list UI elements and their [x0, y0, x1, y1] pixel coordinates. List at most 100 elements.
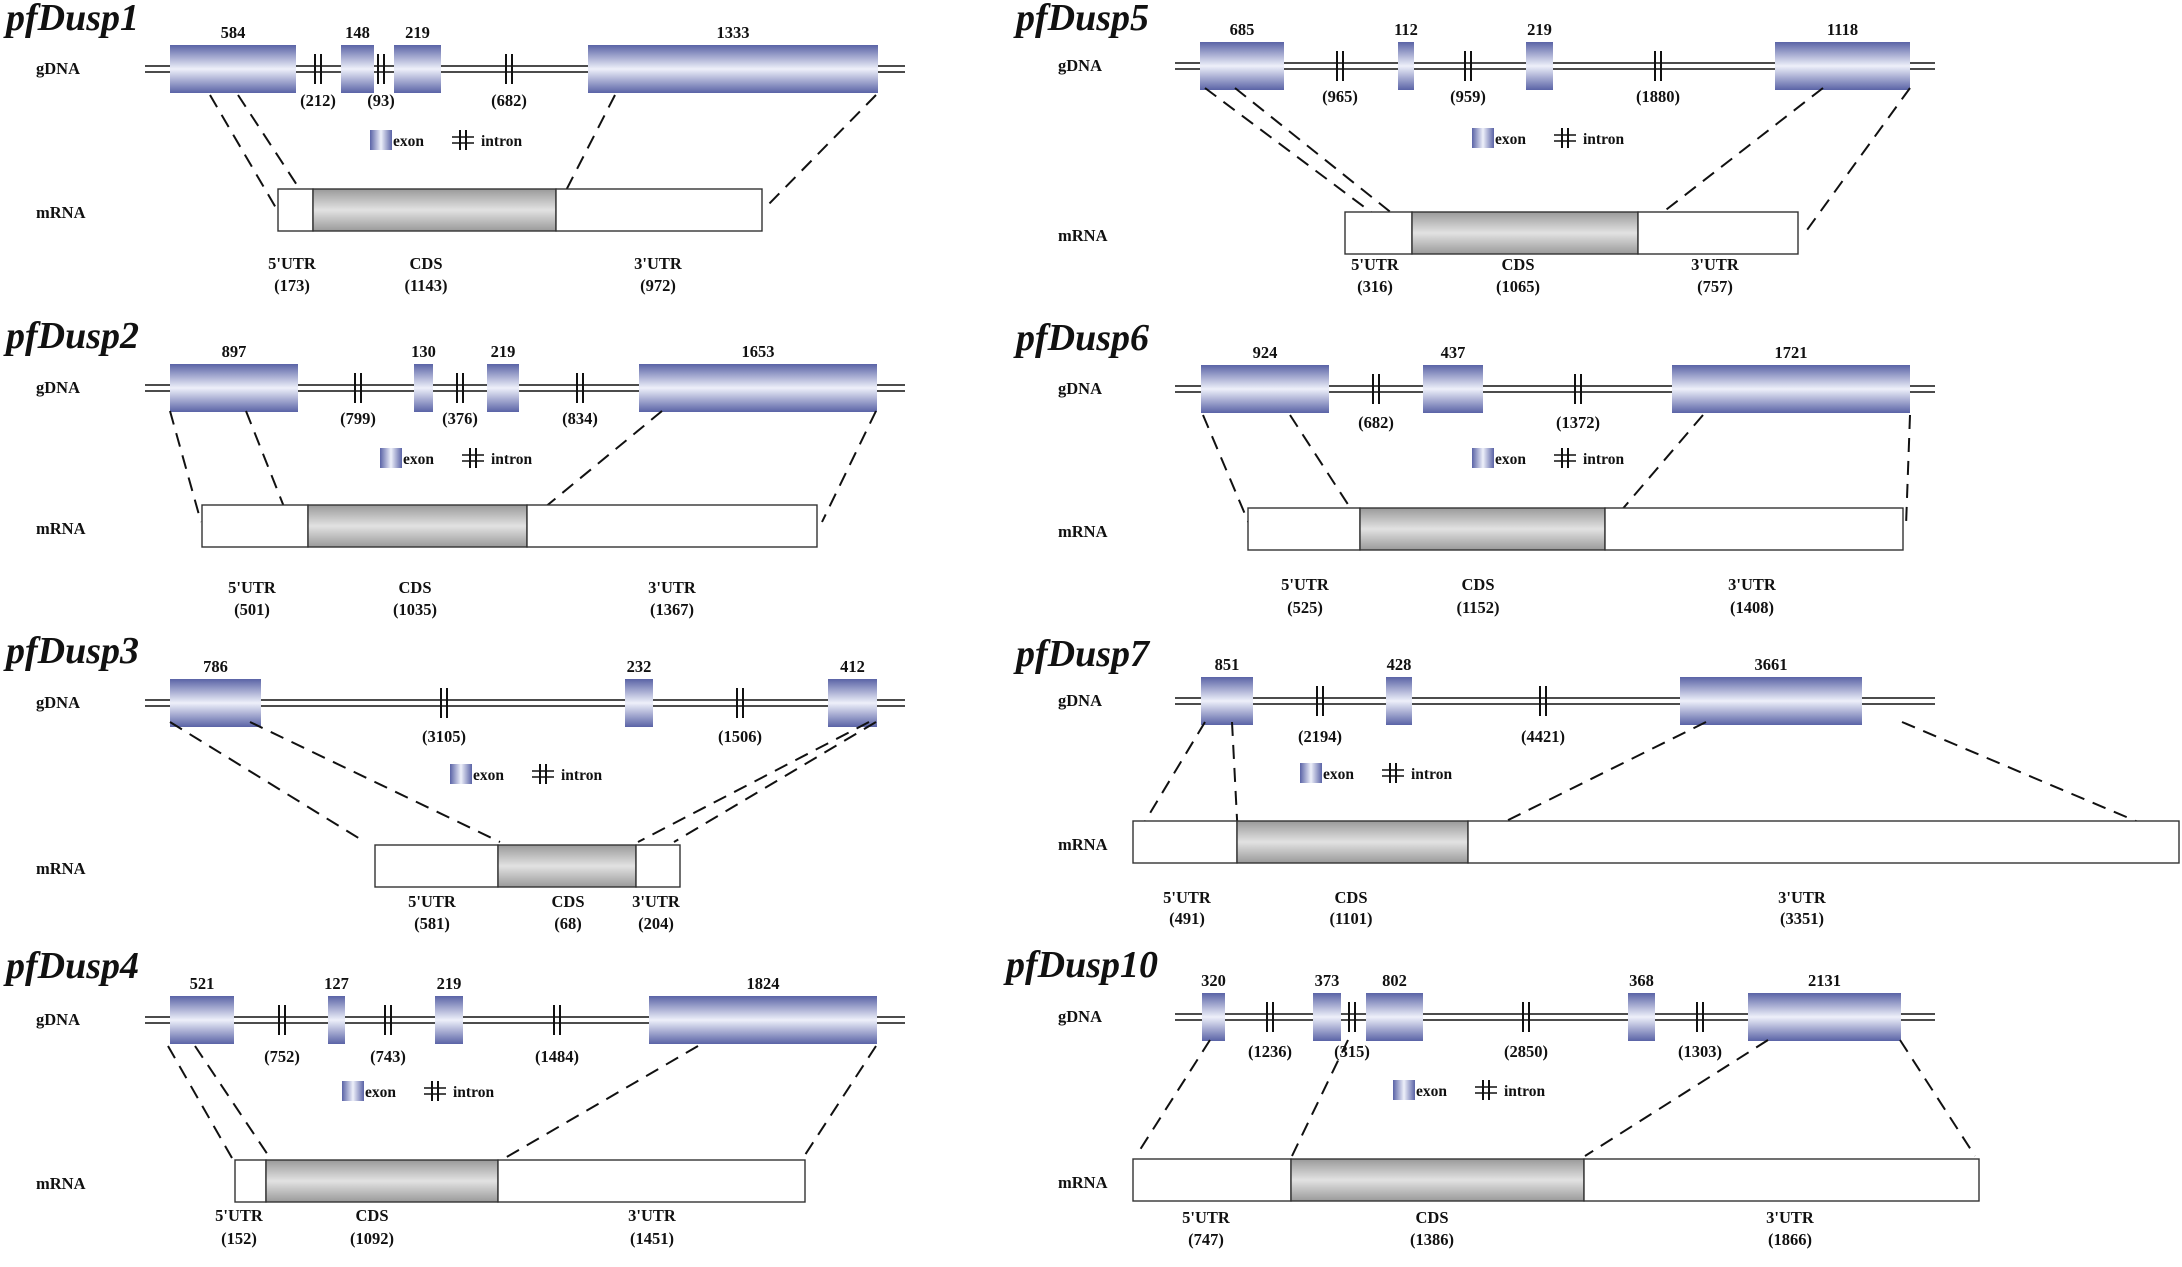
- utr3-label: 3'UTR: [1728, 575, 1777, 594]
- intron-length: (315): [1334, 1042, 1370, 1061]
- exon-box: [1680, 677, 1862, 725]
- utr3-length: (972): [640, 276, 676, 295]
- exon-length: 3661: [1755, 655, 1788, 674]
- exon-box: [170, 679, 261, 727]
- intron-length: (834): [562, 409, 598, 428]
- utr3-length: (204): [638, 914, 674, 933]
- exon-box: [828, 679, 877, 727]
- utr3-box: [1467, 820, 2180, 864]
- exon-length: 373: [1315, 971, 1340, 990]
- gdna-label: gDNA: [36, 693, 80, 712]
- exon-box: [394, 45, 441, 93]
- legend-exon-label: exon: [1495, 131, 1526, 148]
- exon-length: 232: [627, 657, 652, 676]
- exon-length: 148: [345, 23, 370, 42]
- gene-panel-pfDusp10: pfDusp10gDNAmRNA(1236)(315)(2850)(1303)3…: [1003, 944, 1980, 1249]
- gdna-label: gDNA: [1058, 1007, 1102, 1026]
- mrna-label: mRNA: [36, 1174, 86, 1193]
- utr5-length: (491): [1169, 909, 1205, 928]
- utr3-length: (757): [1697, 277, 1733, 296]
- mapping-dash-line: [526, 410, 663, 523]
- intron-length: (212): [300, 91, 336, 110]
- mrna-label: mRNA: [1058, 226, 1108, 245]
- intron-length: (1506): [718, 727, 762, 746]
- exon-box: [170, 364, 298, 412]
- utr5-box: [201, 504, 309, 548]
- utr3-box: [497, 1159, 806, 1203]
- cds-box: [1359, 507, 1606, 551]
- cds-length: (1101): [1329, 909, 1372, 928]
- utr5-label: 5'UTR: [408, 892, 457, 911]
- utr3-box: [1637, 211, 1799, 255]
- exon-box: [487, 364, 519, 412]
- cds-length: (1152): [1456, 598, 1499, 617]
- intron-length: (3105): [422, 727, 466, 746]
- exon-length: 437: [1441, 343, 1466, 362]
- intron-length: (743): [370, 1047, 406, 1066]
- exon-length: 2131: [1808, 971, 1841, 990]
- utr5-length: (173): [274, 276, 310, 295]
- exon-box: [435, 996, 463, 1044]
- utr3-label: 3'UTR: [648, 578, 697, 597]
- mapping-dash-line: [1231, 721, 1239, 839]
- intron-length: (799): [340, 409, 376, 428]
- cds-length: (1092): [350, 1229, 394, 1248]
- legend-intron-label: intron: [1583, 451, 1624, 468]
- mapping-dash-line: [764, 94, 877, 209]
- utr3-box: [555, 188, 763, 232]
- utr3-label: 3'UTR: [628, 1206, 677, 1225]
- utr5-label: 5'UTR: [1351, 255, 1400, 274]
- gdna-label: gDNA: [1058, 691, 1102, 710]
- gene-title: pfDusp6: [1013, 317, 1149, 359]
- mrna-label: mRNA: [1058, 1173, 1108, 1192]
- utr5-label: 5'UTR: [1281, 575, 1330, 594]
- mapping-dash-line: [1639, 87, 1824, 231]
- legend-exon-swatch: [342, 1081, 364, 1101]
- legend-exon-swatch: [1300, 763, 1322, 783]
- intron-length: (1236): [1248, 1042, 1292, 1061]
- legend-exon-label: exon: [473, 767, 504, 784]
- gdna-label: gDNA: [36, 1010, 80, 1029]
- exon-box: [588, 45, 878, 93]
- exon-box: [1201, 677, 1253, 725]
- cds-length: (1386): [1410, 1230, 1454, 1249]
- legend-exon-swatch: [370, 130, 392, 150]
- utr5-length: (152): [221, 1229, 257, 1248]
- mapping-dash-line: [1135, 1039, 1211, 1157]
- utr3-label: 3'UTR: [1766, 1208, 1815, 1227]
- utr5-label: 5'UTR: [1182, 1208, 1231, 1227]
- exon-box: [1386, 677, 1412, 725]
- exon-length: 130: [411, 342, 436, 361]
- utr5-length: (747): [1188, 1230, 1224, 1249]
- utr3-label: 3'UTR: [1691, 255, 1740, 274]
- exon-box: [1526, 42, 1553, 90]
- exon-box: [1202, 993, 1225, 1041]
- legend-intron-label: intron: [561, 767, 602, 784]
- gene-title: pfDusp10: [1003, 944, 1158, 986]
- intron-length: (1372): [1556, 413, 1600, 432]
- exon-length: 1653: [742, 342, 775, 361]
- gene-title: pfDusp4: [3, 945, 139, 987]
- mapping-dash-line: [821, 410, 877, 523]
- exon-box: [170, 996, 234, 1044]
- legend-exon-swatch: [1393, 1080, 1415, 1100]
- intron-length: (682): [1358, 413, 1394, 432]
- exon-length: 1824: [747, 974, 780, 993]
- gdna-label: gDNA: [36, 59, 80, 78]
- exon-length: 897: [222, 342, 247, 361]
- utr5-length: (316): [1357, 277, 1393, 296]
- exon-box: [1398, 42, 1414, 90]
- exon-length: 1118: [1827, 20, 1858, 39]
- exon-length: 368: [1629, 971, 1654, 990]
- intron-length: (1880): [1636, 87, 1680, 106]
- mapping-dash-line: [169, 410, 202, 523]
- utr3-length: (1408): [1730, 598, 1774, 617]
- cds-length: (1065): [1496, 277, 1540, 296]
- utr5-length: (501): [234, 600, 270, 619]
- exon-length: 1333: [717, 23, 750, 42]
- utr5-box: [1344, 211, 1413, 255]
